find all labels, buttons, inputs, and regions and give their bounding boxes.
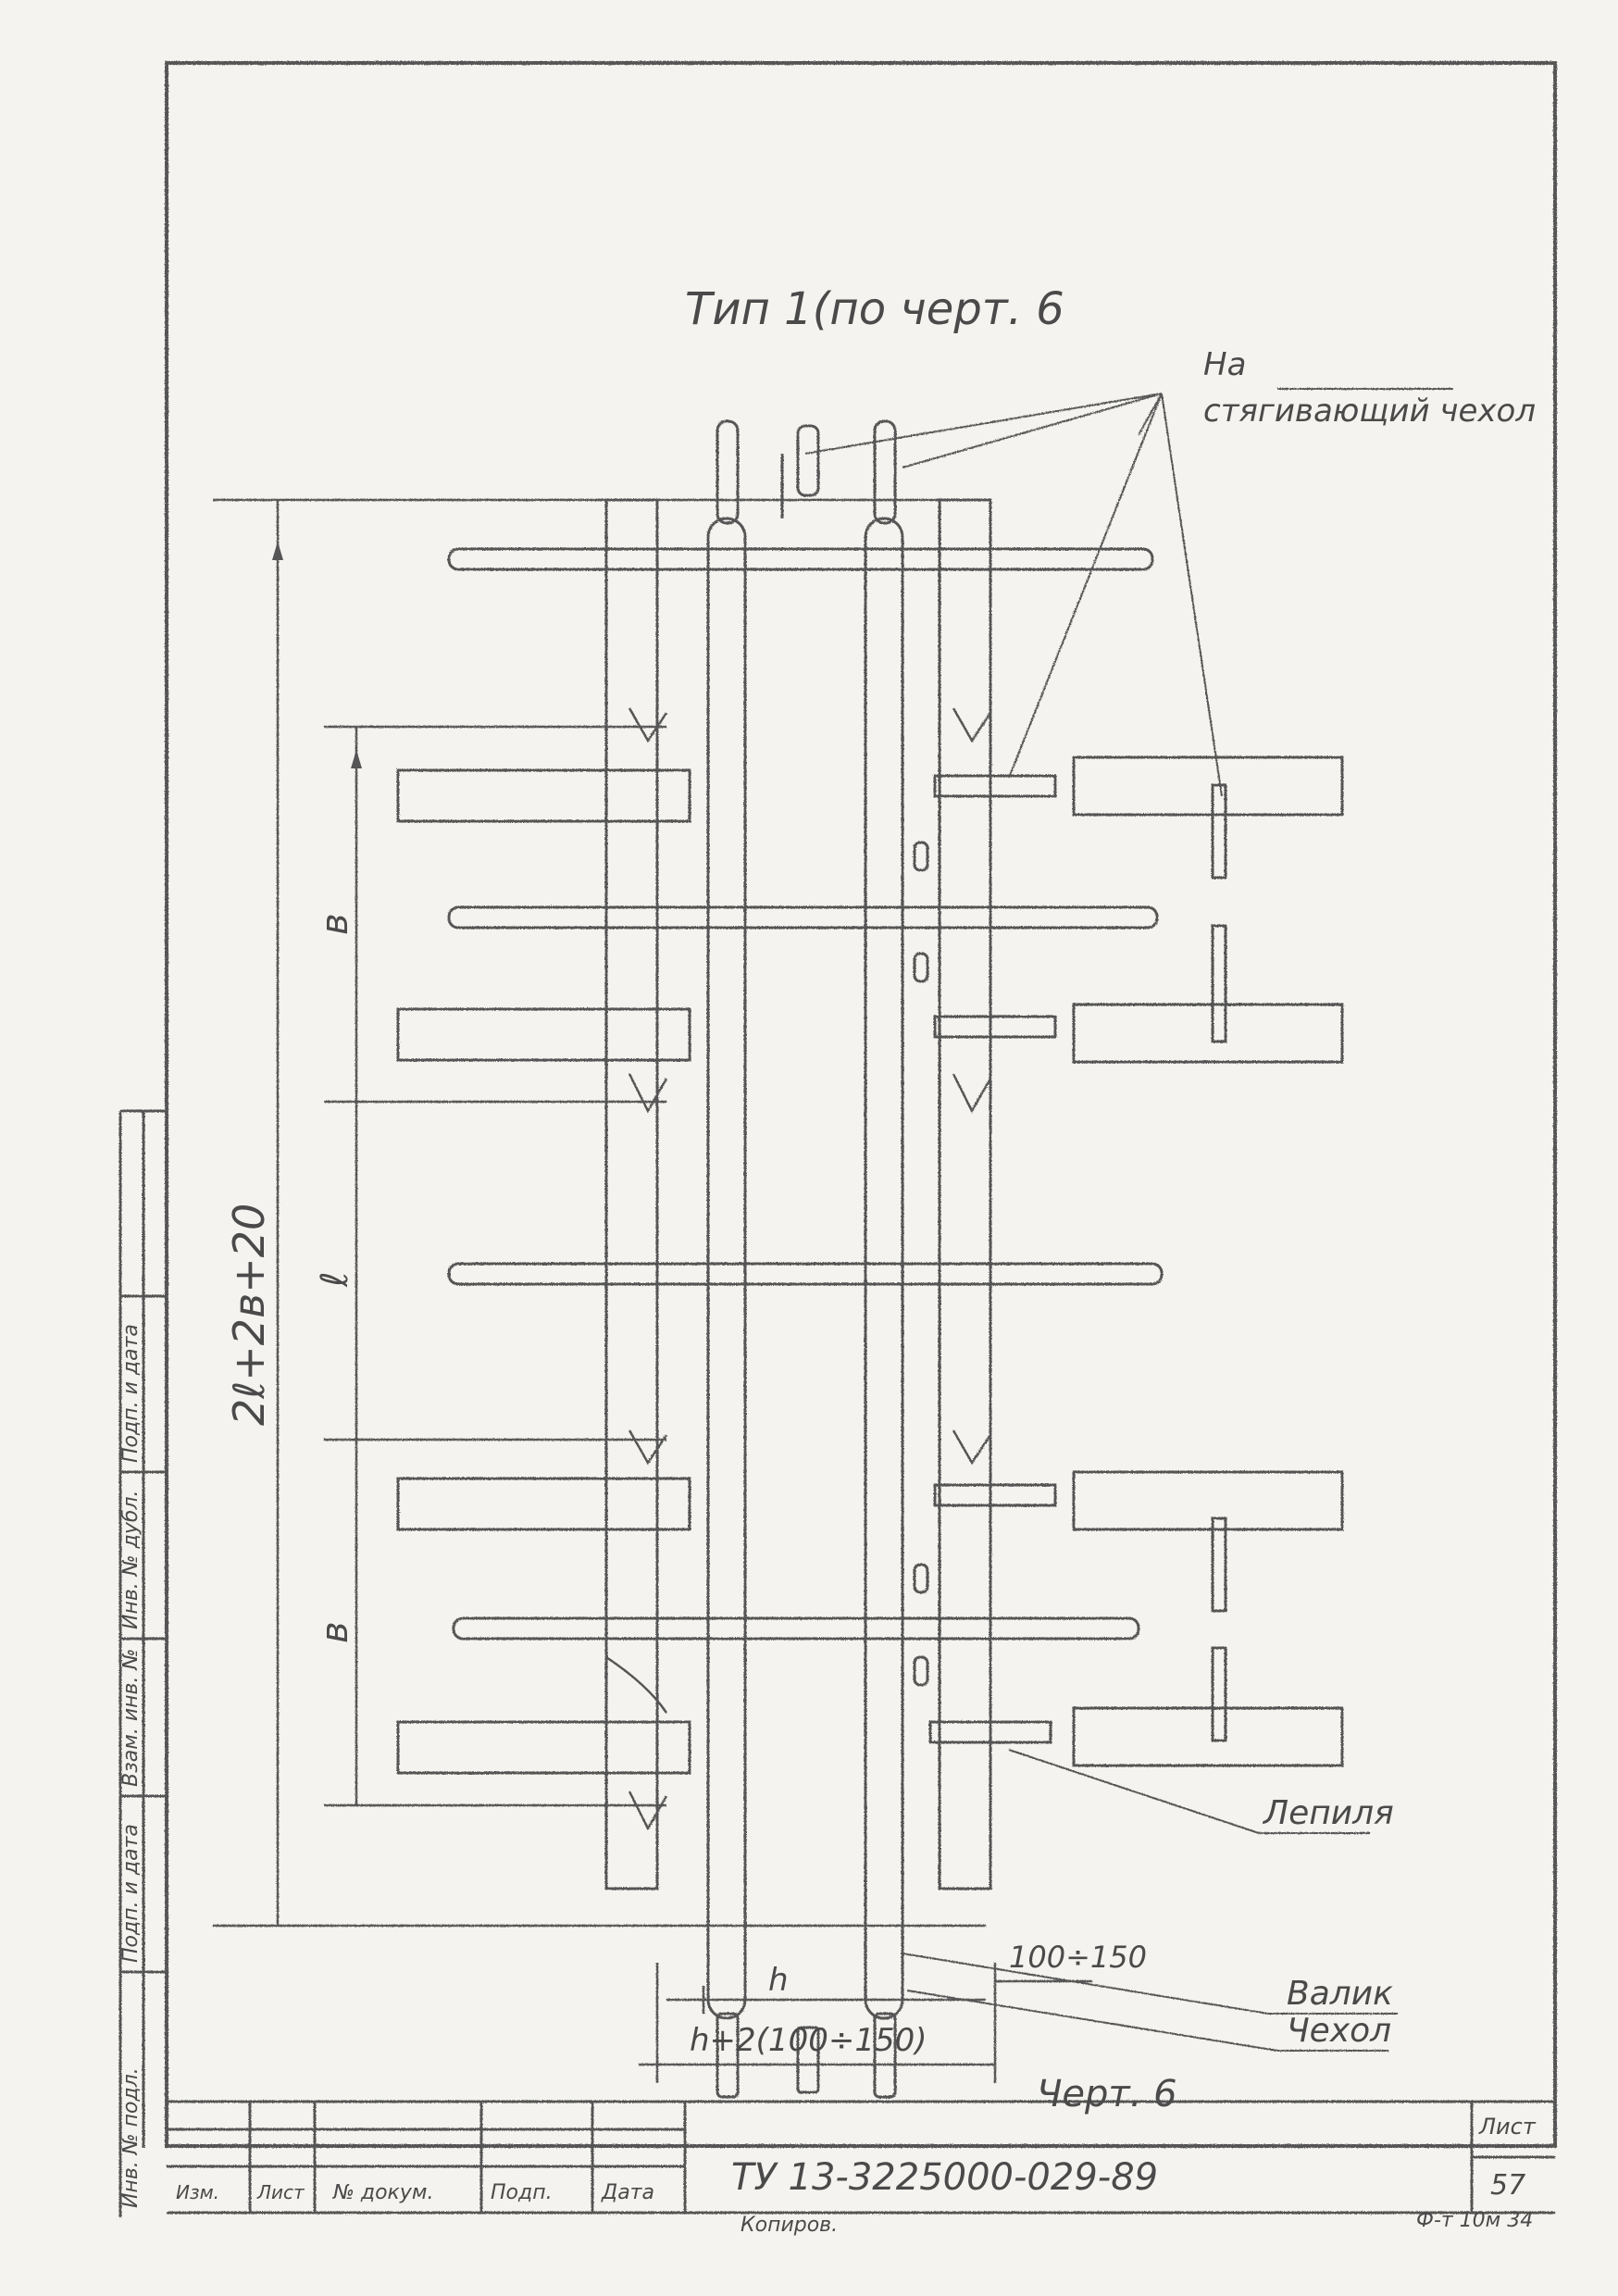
side-stamp-vzam-inv: Взам. инв. № bbox=[119, 1649, 143, 1787]
stamp-col-dokum: № докум. bbox=[332, 2181, 433, 2204]
callout-name: стягивающий чехол bbox=[1203, 393, 1536, 430]
dim-span-b-upper: в bbox=[314, 913, 356, 935]
weld-marks bbox=[605, 707, 992, 1831]
stamp-col-podp: Подп. bbox=[491, 2181, 553, 2204]
stamp-copied: Копиров. bbox=[741, 2214, 838, 2237]
part-chekhol-label: Чехол bbox=[1287, 2012, 1391, 2050]
part-valik-label: Валик bbox=[1287, 1975, 1393, 2013]
dimension-arrows bbox=[272, 542, 362, 768]
frame-posts bbox=[604, 498, 992, 1890]
dim-overall-horizontal: h+2(100÷150) bbox=[690, 2022, 927, 2059]
title-block-grid bbox=[167, 2100, 1555, 2213]
stamp-col-izm: Изм. bbox=[176, 2181, 219, 2203]
clamps bbox=[913, 841, 929, 1687]
document-number: ТУ 13-3225000-029-89 bbox=[731, 2156, 1158, 2199]
dim-offset: 100÷150 bbox=[1009, 1940, 1147, 1975]
dim-span-l: ℓ bbox=[314, 1271, 356, 1288]
stamp-col-data: Дата bbox=[601, 2181, 654, 2204]
part-lentya-label: Лепиля bbox=[1262, 1794, 1394, 1832]
stamp-col-list: Лист bbox=[256, 2181, 305, 2203]
drawing-title: Тип 1(по черт. 6 bbox=[685, 283, 1064, 335]
side-stamp-podp-data-1: Подп. и дата bbox=[119, 1824, 143, 1963]
dim-overall-vertical: 2ℓ+2в+20 bbox=[224, 1204, 274, 1426]
horizontal-bars bbox=[447, 547, 1164, 1641]
side-stamp-inv-podl: Инв. № подл. bbox=[119, 2067, 143, 2208]
dim-span-b-lower: в bbox=[314, 1621, 356, 1643]
callout-name-line: стягивающий чехол bbox=[1203, 393, 1536, 430]
sheet-frame bbox=[165, 61, 1557, 2148]
sheet-format: Ф-т 10м 34 bbox=[1416, 2209, 1533, 2232]
sheet-number: 57 bbox=[1490, 2169, 1525, 2202]
side-stamp-inv-dubl: Инв. № дубл. bbox=[119, 1490, 143, 1629]
side-stamp-grid bbox=[120, 1109, 167, 2148]
leader-lines bbox=[804, 388, 1453, 2052]
drawing-reference: Черт. 6 bbox=[1037, 2073, 1177, 2115]
sheet-label: Лист bbox=[1478, 2114, 1537, 2140]
side-stamp-podp-data-2: Подп. и дата bbox=[119, 1324, 143, 1463]
callout-prefix: На bbox=[1203, 346, 1246, 383]
rollers bbox=[706, 419, 904, 2099]
dimension-lines bbox=[213, 498, 1092, 2083]
left-beams bbox=[396, 768, 691, 1775]
right-beams bbox=[928, 755, 1344, 1767]
dim-gap-h: h bbox=[768, 1962, 789, 1999]
